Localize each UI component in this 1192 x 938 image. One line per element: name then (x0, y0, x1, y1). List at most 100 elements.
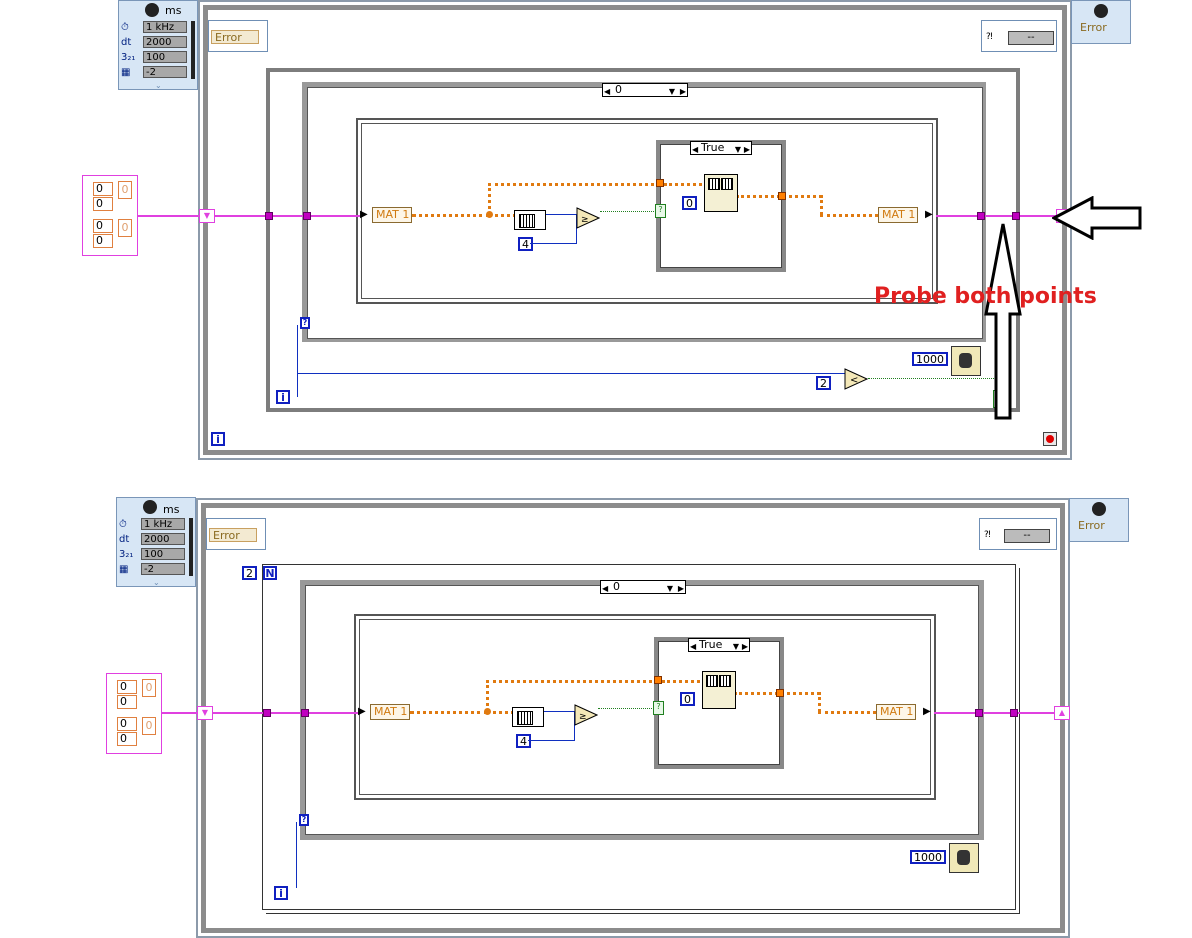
array-size-function-top[interactable] (514, 210, 546, 230)
data-wire[interactable] (820, 214, 878, 217)
sequence-frame-bottom[interactable] (354, 614, 936, 800)
greater-equal-function-top[interactable]: ≥ (576, 207, 600, 229)
loop-condition-terminal-bottom[interactable]: ? (299, 814, 309, 826)
int-wire[interactable] (297, 325, 298, 397)
greater-equal-function-bottom[interactable]: ≥ (574, 704, 598, 726)
replace-array-subset-function-bottom[interactable] (702, 671, 736, 709)
processor-field[interactable]: -2 (141, 563, 185, 575)
cluster-cell[interactable]: 0 (117, 717, 137, 731)
cluster-cell[interactable]: 0 (93, 182, 113, 196)
cluster-constant-bottom[interactable]: 0 0 0 0 0 0 (106, 673, 162, 754)
int-wire[interactable] (296, 822, 297, 888)
cluster-cell[interactable]: 0 (93, 234, 113, 248)
timed-loop-iteration-terminal-top[interactable]: i (211, 432, 225, 446)
replace-array-subset-function-top[interactable] (704, 174, 738, 212)
cluster-cell[interactable]: 0 (117, 695, 137, 709)
count-terminal[interactable]: N (263, 566, 277, 580)
wait-function-bottom[interactable] (949, 843, 979, 873)
bool-wire[interactable] (598, 708, 656, 710)
source-field[interactable]: 1 kHz (143, 21, 187, 33)
mat-output-node-bottom[interactable]: MAT 1 (876, 704, 916, 720)
int-wire[interactable] (528, 740, 574, 741)
data-wire[interactable] (662, 680, 706, 683)
cluster-cell[interactable]: 0 (117, 732, 137, 746)
cluster-cell[interactable]: 0 (118, 181, 132, 199)
while-loop-frame-top[interactable] (266, 68, 1020, 412)
chevron-down-icon: ▼ (666, 584, 673, 593)
bool-wire[interactable] (868, 378, 998, 380)
timed-loop-output-node-bottom[interactable]: Error (1069, 498, 1129, 542)
cluster-cell[interactable]: 0 (142, 679, 156, 697)
priority-field[interactable]: 100 (141, 548, 185, 560)
priority-field[interactable]: 100 (143, 51, 187, 63)
source-field[interactable]: 1 kHz (141, 518, 185, 530)
constant-thousand-bottom[interactable]: 1000 (910, 850, 946, 864)
mat-input-node-top[interactable]: MAT 1 (372, 207, 412, 223)
reference-wire-bottom-right[interactable] (934, 712, 1070, 714)
dt-field[interactable]: 2000 (141, 533, 185, 545)
constant-zero-bottom[interactable]: 0 (680, 692, 695, 706)
iteration-terminal-top[interactable]: i (276, 390, 290, 404)
int-wire[interactable] (297, 373, 845, 374)
arrow-right-icon: ▶ (925, 209, 933, 220)
cluster-constant-top[interactable]: 0 0 0 0 0 0 (82, 175, 138, 256)
data-wire[interactable] (486, 680, 489, 712)
constant-zero-top[interactable]: 0 (682, 196, 697, 210)
cluster-cell[interactable]: 0 (93, 219, 113, 233)
data-wire[interactable] (486, 680, 658, 683)
loop-condition-terminal-top[interactable]: ? (300, 317, 310, 329)
cluster-cell[interactable]: 0 (142, 717, 156, 735)
constant-n-count[interactable]: 2 (242, 566, 257, 580)
data-wire[interactable] (664, 183, 708, 186)
constant-four-bottom[interactable]: 4 (516, 734, 531, 748)
tunnel (778, 192, 786, 200)
error-in-node[interactable]: Error (206, 518, 266, 550)
int-wire[interactable] (544, 711, 574, 712)
data-wire[interactable] (486, 711, 514, 714)
bool-wire[interactable] (600, 211, 658, 213)
error-in-node[interactable]: Error (208, 20, 268, 52)
inner-case-selector-bottom[interactable]: ◀ True ▼ ▶ (688, 638, 750, 652)
array-size-function-bottom[interactable] (512, 707, 544, 727)
int-wire[interactable] (530, 243, 576, 244)
chevron-down-icon: ▼ (732, 642, 739, 651)
data-wire[interactable] (488, 183, 491, 215)
data-wire[interactable] (818, 692, 821, 712)
constant-thousand-top[interactable]: 1000 (912, 352, 948, 366)
case-selector-top[interactable]: ◀ 0 ▼ ▶ (602, 83, 688, 97)
timing-dash-node[interactable]: ⁈ -- (981, 20, 1057, 52)
reference-wire-top[interactable] (138, 215, 360, 217)
stop-icon[interactable] (1043, 432, 1057, 446)
inner-case-selector-top[interactable]: ◀ True ▼ ▶ (690, 141, 752, 155)
processor-field[interactable]: -2 (143, 66, 187, 78)
timing-dash-value: -- (1008, 31, 1054, 45)
chevron-down-icon: ▼ (734, 145, 741, 154)
iteration-terminal-bottom[interactable]: i (274, 886, 288, 900)
cluster-cell[interactable]: 0 (118, 219, 132, 237)
dt-field[interactable]: 2000 (143, 36, 187, 48)
constant-two-top[interactable]: 2 (816, 376, 831, 390)
less-than-function-top[interactable]: < (844, 368, 868, 390)
data-wire[interactable] (488, 214, 516, 217)
data-wire[interactable] (412, 214, 490, 217)
int-wire[interactable] (574, 711, 575, 741)
data-wire[interactable] (410, 711, 488, 714)
cluster-cell[interactable]: 0 (117, 680, 137, 694)
timed-loop-output-node-top[interactable]: Error (1071, 0, 1131, 44)
timing-dash-node[interactable]: ⁈ -- (979, 518, 1057, 550)
constant-four-top[interactable]: 4 (518, 237, 533, 251)
wait-function-top[interactable] (951, 346, 981, 376)
data-wire[interactable] (820, 195, 823, 215)
cluster-cell[interactable]: 0 (93, 197, 113, 211)
mat-output-node-top[interactable]: MAT 1 (878, 207, 918, 223)
case-selector-bottom[interactable]: ◀ 0 ▼ ▶ (600, 580, 686, 594)
mat-input-node-bottom[interactable]: MAT 1 (370, 704, 410, 720)
int-wire[interactable] (576, 214, 577, 244)
reference-wire-bottom[interactable] (160, 712, 358, 714)
data-wire[interactable] (818, 711, 876, 714)
int-wire[interactable] (546, 214, 576, 215)
data-wire[interactable] (488, 183, 660, 186)
reference-wire-top-right[interactable] (936, 215, 1072, 217)
